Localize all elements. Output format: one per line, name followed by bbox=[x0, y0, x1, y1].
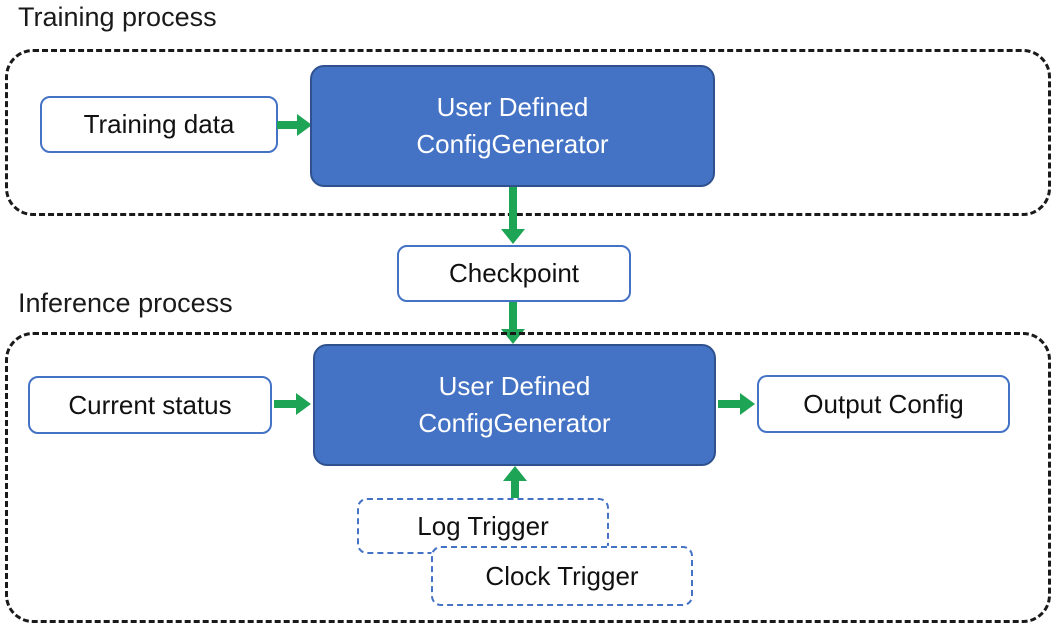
current-status-box: Current status bbox=[28, 376, 272, 434]
current-status-label: Current status bbox=[68, 389, 232, 420]
output-config-box: Output Config bbox=[757, 375, 1010, 433]
generator-label-line1: User Defined bbox=[438, 371, 591, 401]
generator-label-line1: User Defined bbox=[436, 92, 589, 122]
arrow-head-right-icon bbox=[740, 393, 755, 415]
arrow-head-right-icon bbox=[296, 393, 311, 415]
log-trigger-label: Log Trigger bbox=[417, 510, 549, 541]
inference-process-container bbox=[5, 332, 1051, 623]
clock-trigger-box: Clock Trigger bbox=[431, 546, 693, 606]
training-data-box: Training data bbox=[40, 96, 278, 153]
generator-label-line2: ConfigGenerator bbox=[418, 408, 611, 438]
checkpoint-box: Checkpoint bbox=[397, 245, 631, 302]
generator-to-checkpoint-arrow bbox=[501, 187, 525, 244]
arrow-head-down-icon bbox=[501, 229, 525, 244]
inference-process-label: Inference process bbox=[18, 288, 233, 318]
current-status-to-generator-arrow bbox=[274, 393, 311, 415]
arrow-shaft bbox=[509, 187, 517, 229]
generator-to-output-config-arrow bbox=[718, 393, 755, 415]
inference-config-generator-box: User Defined ConfigGenerator bbox=[313, 344, 716, 466]
triggers-to-generator-arrow bbox=[503, 466, 527, 499]
checkpoint-label: Checkpoint bbox=[448, 258, 580, 288]
output-config-label: Output Config bbox=[803, 388, 964, 419]
training-data-to-generator-arrow bbox=[277, 114, 312, 136]
clock-trigger-label: Clock Trigger bbox=[485, 560, 639, 591]
arrow-shaft bbox=[274, 400, 296, 408]
arrow-shaft bbox=[509, 302, 517, 329]
arrow-shaft bbox=[511, 481, 519, 499]
arrow-head-up-icon bbox=[503, 466, 527, 481]
arrow-head-right-icon bbox=[297, 114, 312, 136]
training-config-generator-box: User Defined ConfigGenerator bbox=[310, 65, 715, 187]
training-process-label: Training process bbox=[18, 2, 217, 32]
training-process-container bbox=[5, 49, 1051, 216]
arrow-shaft bbox=[277, 121, 297, 129]
generator-label-line2: ConfigGenerator bbox=[416, 129, 609, 159]
arrow-shaft bbox=[718, 400, 740, 408]
training-data-label: Training data bbox=[83, 109, 235, 139]
